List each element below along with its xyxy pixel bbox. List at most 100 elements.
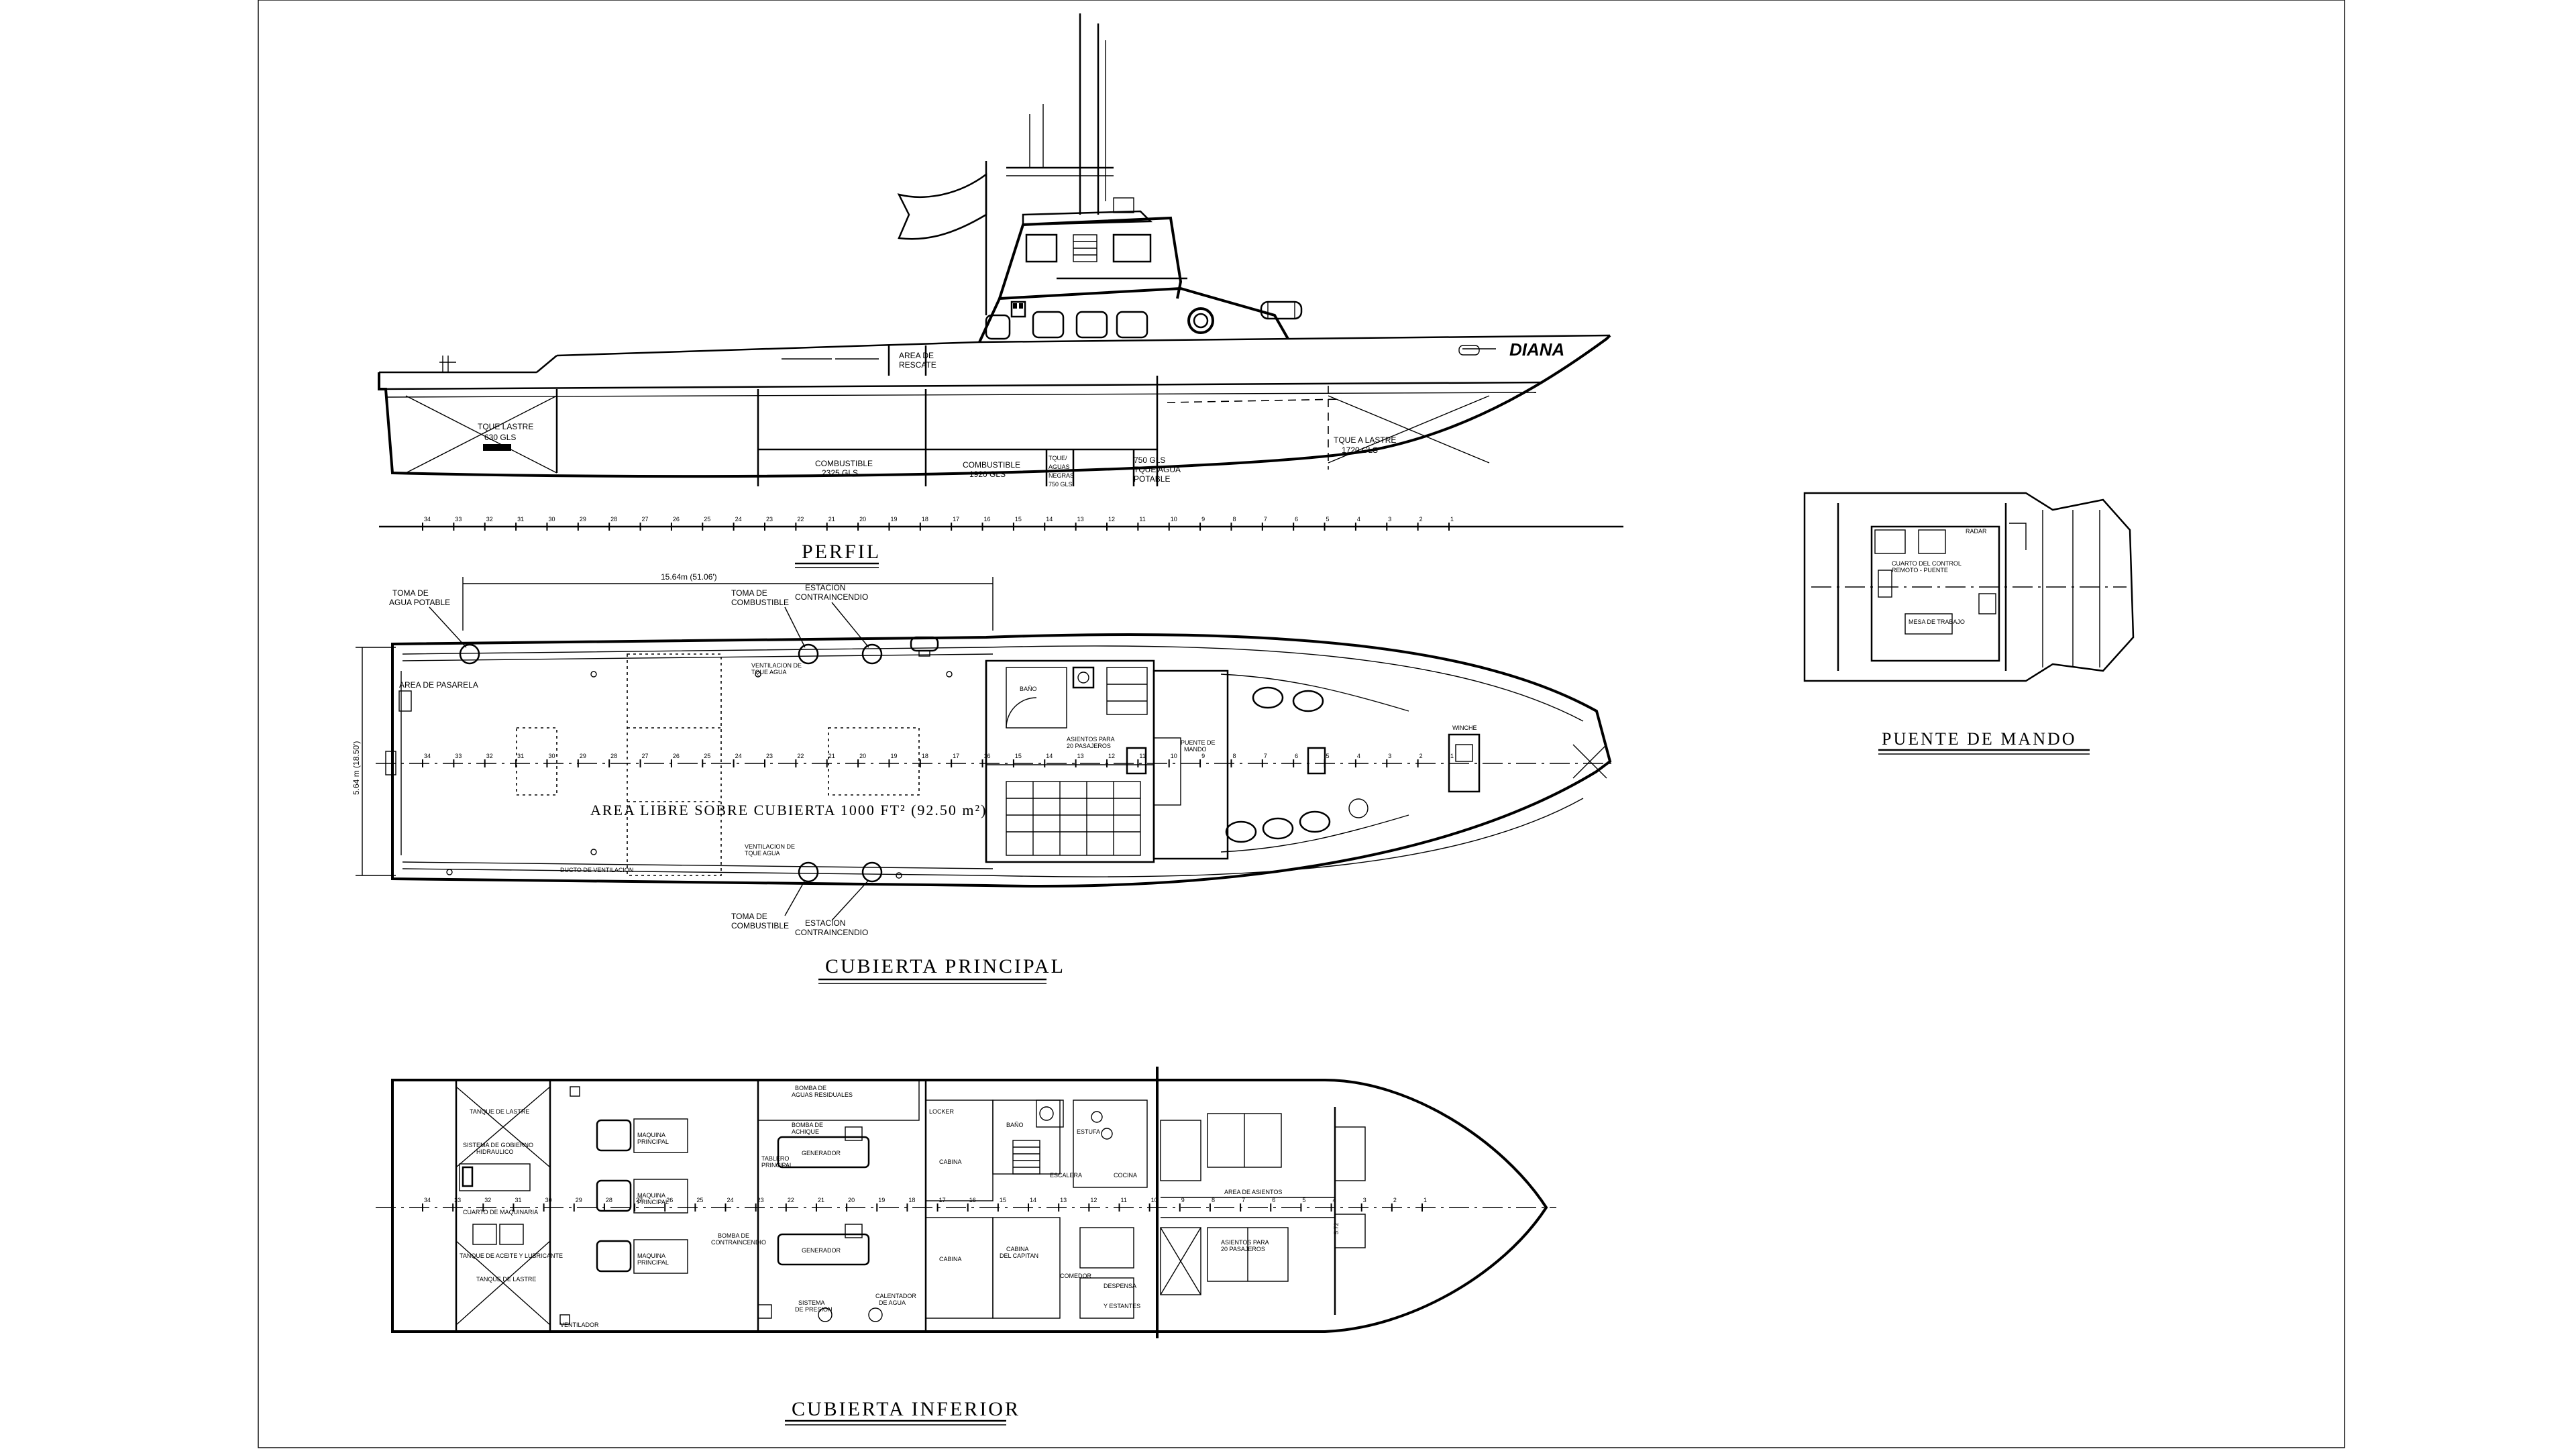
main-deck-frame-number: 33	[455, 753, 462, 759]
draft-mark: 5.72	[1333, 1222, 1340, 1234]
profile-frame-number: 6	[1295, 516, 1298, 523]
main-deck-frame-number: 32	[486, 753, 493, 759]
main-deck-frame-number: 31	[517, 753, 524, 759]
captain-cabin-1: CABINA	[1006, 1246, 1029, 1252]
lower-deck-frame-number: 34	[424, 1197, 431, 1203]
generator-1: GENERADOR	[802, 1150, 841, 1157]
lower-deck-frame-number: 18	[908, 1197, 915, 1203]
tank-vent-bottom-2: TQUE AGUA	[745, 850, 780, 857]
main-deck-frame-number: 11	[1139, 753, 1145, 759]
bath-lower: BAÑO	[1006, 1122, 1024, 1128]
passenger-seats-2: 20 PASAJEROS	[1067, 743, 1111, 749]
profile-frame-number: 28	[610, 516, 617, 523]
control-room-2: REMOTO - PUENTE	[1892, 567, 1948, 574]
main-deck-frame-number: 21	[828, 753, 835, 759]
profile-frame-number: 14	[1046, 516, 1053, 523]
main-deck-frame-number: 29	[580, 753, 586, 759]
fire-station-top-1: ESTACION	[805, 583, 845, 592]
boat-name: DIANA	[1509, 339, 1564, 360]
main-deck-frame-number: 18	[922, 753, 928, 759]
main-deck-frame-number: 7	[1264, 753, 1267, 759]
main-deck-frame-number: 20	[859, 753, 866, 759]
main-deck-frame-number: 16	[984, 753, 991, 759]
profile-frame-number: 1	[1450, 516, 1454, 523]
main-deck-frame-number: 24	[735, 753, 742, 759]
fuel-2-label-1: COMBUSTIBLE	[963, 460, 1020, 470]
lower-deck-frame-number: 24	[727, 1197, 734, 1203]
crew-seats-2: 20 PASAJEROS	[1221, 1246, 1265, 1252]
main-deck-frame-number: 25	[704, 753, 710, 759]
fuel-intake-bottom-2: COMBUSTIBLE	[731, 921, 789, 930]
wastewater-pump-2: AGUAS RESIDUALES	[792, 1091, 853, 1098]
lower-deck-title: CUBIERTA INFERIOR	[792, 1398, 1020, 1420]
lower-deck-frame-number: 16	[969, 1197, 976, 1203]
lower-deck-frame-number: 27	[636, 1197, 643, 1203]
kitchen-label: COCINA	[1114, 1172, 1137, 1179]
fire-station-top-2: CONTRAINCENDIO	[795, 592, 868, 602]
engine-3-b: PRINCIPAL	[637, 1259, 669, 1266]
cabin-2: CABINA	[939, 1256, 962, 1263]
black-water-label-3: NEGRAS	[1049, 472, 1074, 479]
lube-tank: TANQUE DE ACEITE Y LUBRICANTE	[460, 1252, 563, 1259]
stairs-label: ESCALERA	[1050, 1172, 1082, 1179]
main-deck-frame-number: 8	[1232, 753, 1236, 759]
profile-frame-number: 31	[517, 516, 524, 523]
profile-frame-number: 26	[673, 516, 680, 523]
main-deck-frame-number: 13	[1077, 753, 1084, 759]
profile-frame-number: 3	[1388, 516, 1391, 523]
machinery-room: CUARTO DE MAQUINARIA	[463, 1209, 538, 1216]
rescue-area-label-2: RESCATE	[899, 360, 936, 370]
profile-frame-number: 27	[642, 516, 649, 523]
water-heater-2: DE AGUA	[879, 1299, 906, 1306]
cabin-1: CABINA	[939, 1159, 962, 1165]
dining-label: COMEDOR	[1060, 1273, 1092, 1279]
lower-deck-frame-number: 5	[1302, 1197, 1305, 1203]
bath-label: BAÑO	[1020, 686, 1037, 692]
steering-1: SISTEMA DE GOBIERNO	[463, 1142, 533, 1148]
bridge-view: CUARTO DEL CONTROL REMOTO - PUENTE MESA …	[1803, 492, 2135, 755]
potable-label-1: 750 GLS	[1134, 455, 1165, 465]
free-area-label: AREA LIBRE SOBRE CUBIERTA 1000 FT² (92.5…	[590, 802, 987, 818]
control-room-1: CUARTO DEL CONTROL	[1892, 560, 1962, 567]
lower-deck-frame-number: 14	[1030, 1197, 1036, 1203]
rescue-area-label-1: AREA DE	[899, 351, 934, 360]
profile-view: AREA DE RESCATE TQUE LASTRE 630 GLS COMB…	[378, 13, 1623, 568]
bridge-title: PUENTE DE MANDO	[1882, 729, 2077, 749]
lower-deck-frame-number: 12	[1090, 1197, 1097, 1203]
lower-deck-frame-number: 28	[606, 1197, 612, 1203]
lower-deck-frame-number: 8	[1212, 1197, 1215, 1203]
captain-cabin-2: DEL CAPITAN	[1000, 1252, 1038, 1259]
main-deck-frame-number: 15	[1015, 753, 1022, 759]
lower-deck-frame-number: 30	[545, 1197, 552, 1203]
seating-area-label: AREA DE ASIENTOS	[1224, 1189, 1282, 1195]
lower-deck-frame-number: 31	[515, 1197, 521, 1203]
fuel-intake-top-2: COMBUSTIBLE	[731, 598, 789, 607]
ballast-tank-top: TANQUE DE LASTRE	[470, 1108, 529, 1115]
engine-2-b: PRINCIPAL	[637, 1199, 669, 1205]
lower-deck-frame-number: 13	[1060, 1197, 1067, 1203]
bilge-pump-1: BOMBA DE	[792, 1122, 823, 1128]
main-deck-title: CUBIERTA PRINCIPAL	[825, 955, 1065, 977]
main-deck-frame-number: 27	[642, 753, 649, 759]
ventilator-label: VENTILADOR	[560, 1322, 599, 1328]
pressure-system-1: SISTEMA	[798, 1299, 825, 1306]
profile-frame-number: 4	[1357, 516, 1360, 523]
crew-seats-1: ASIENTOS PARA	[1221, 1239, 1269, 1246]
engine-1-a: MAQUINA	[637, 1132, 665, 1138]
bridge-stairs-2: MANDO	[1184, 746, 1207, 753]
lower-deck-frame-number: 3	[1363, 1197, 1366, 1203]
fuel-intake-top-1: TOMA DE	[731, 588, 767, 598]
profile-frame-number: 21	[828, 516, 835, 523]
radar-label: RADAR	[1966, 528, 1987, 535]
potable-label-2: TQUE AGUA	[1134, 465, 1181, 474]
lower-deck-frame-number: 15	[1000, 1197, 1006, 1203]
lower-deck-frame-number: 7	[1242, 1197, 1245, 1203]
profile-frame-number: 34	[424, 516, 431, 523]
winch-label: WINCHE	[1452, 724, 1477, 731]
gangway-area-label: AREA DE PASARELA	[399, 680, 478, 690]
sheet-border	[258, 0, 2345, 1448]
profile-frame-number: 7	[1264, 516, 1267, 523]
fire-station-bottom-1: ESTACION	[805, 918, 845, 928]
lower-deck-frame-number: 10	[1151, 1197, 1158, 1203]
profile-frame-number: 17	[953, 516, 959, 523]
